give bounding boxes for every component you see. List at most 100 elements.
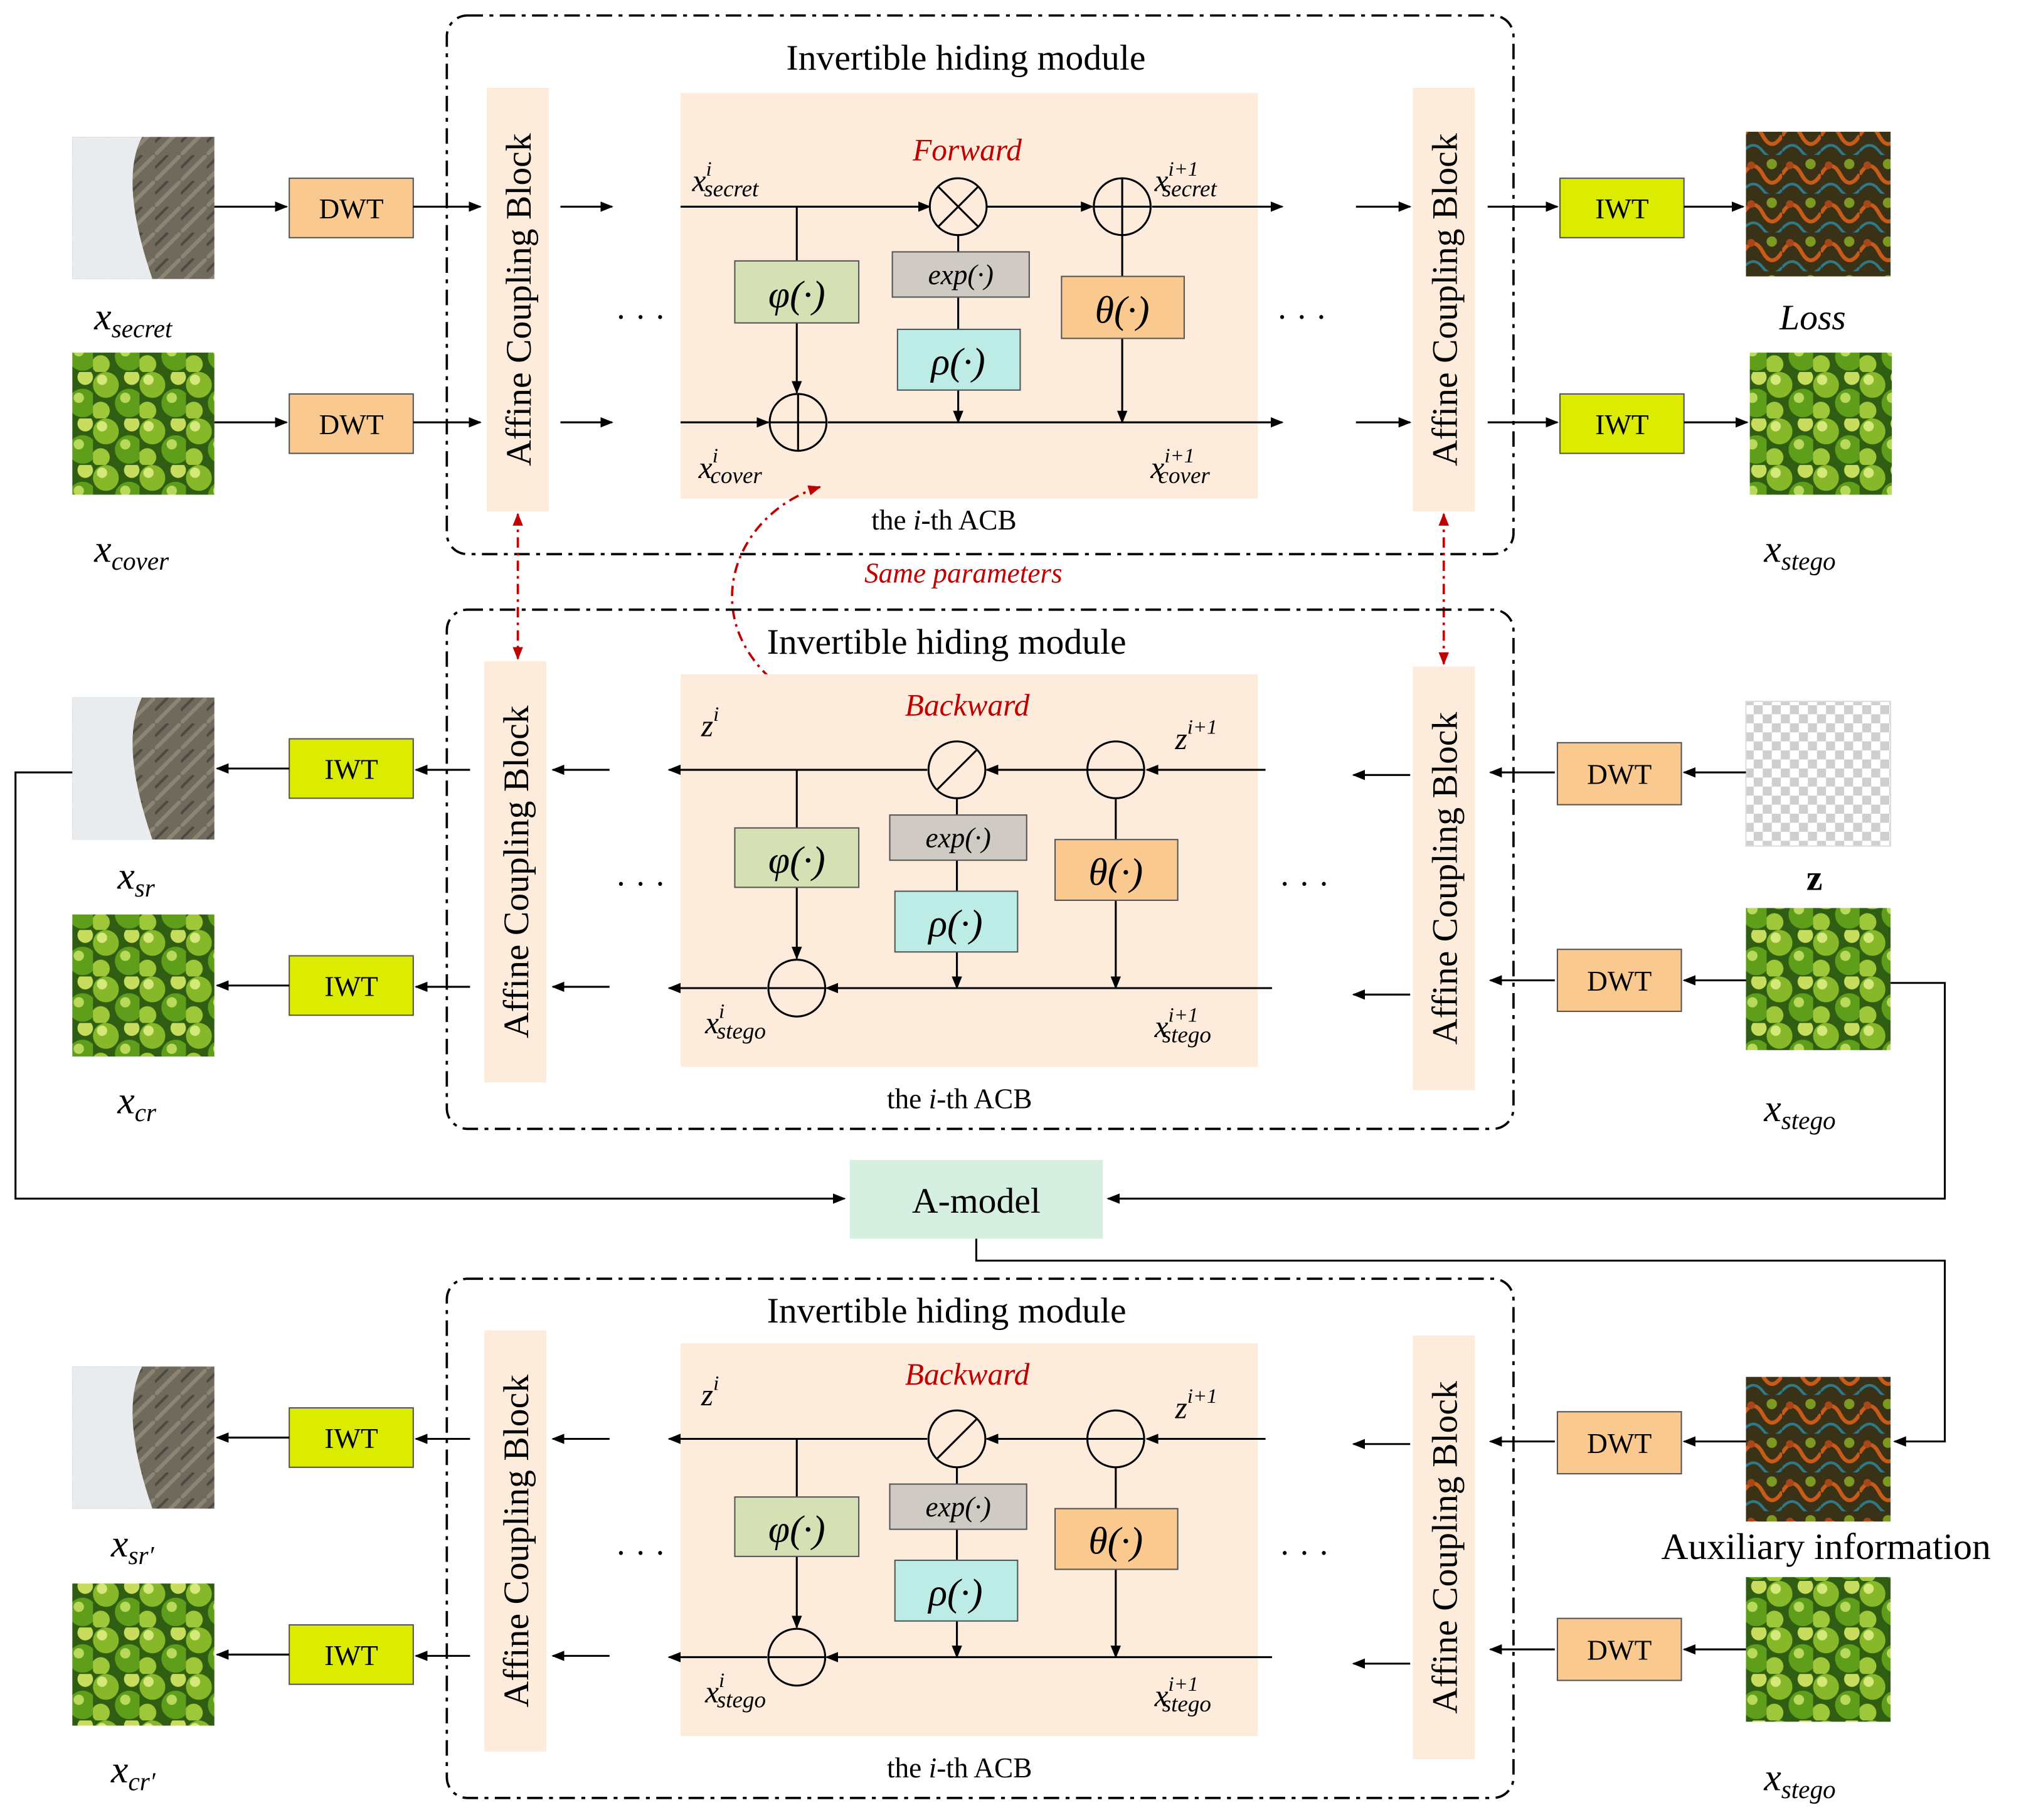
direction-label: Forward <box>912 132 1022 167</box>
flow-arrows <box>215 1432 1746 1669</box>
backward-section-2: Invertible hiding module Affine Coupling… <box>72 1277 1991 1804</box>
rho-box <box>896 328 1021 391</box>
penguin-shape <box>72 137 152 279</box>
penguin-shape <box>72 1366 152 1509</box>
exp-box <box>891 251 1030 298</box>
rho-box <box>894 890 1019 953</box>
affine-coupling-label: Affine Coupling Block <box>1425 712 1465 1045</box>
dwt-label: DWT <box>1587 1635 1652 1666</box>
a-model-label: A-model <box>912 1181 1041 1221</box>
affine-coupling-label: Affine Coupling Block <box>497 1375 536 1708</box>
loss-image-icon <box>1746 131 1891 277</box>
aux-image-icon <box>1746 1376 1891 1522</box>
iwt-label: IWT <box>1595 193 1648 225</box>
iwt-label: IWT <box>324 753 378 785</box>
acb-caption: the i-th ACB <box>887 1752 1032 1784</box>
ellipsis-left: · · · <box>615 298 666 336</box>
rho-label: ρ(·) <box>927 1572 982 1614</box>
affine-coupling-block-right <box>1413 87 1475 512</box>
theta-box <box>1061 275 1185 339</box>
dwt-box <box>1556 949 1682 1013</box>
exp-box <box>889 814 1027 861</box>
ellipsis-right: · · · <box>1279 1534 1329 1572</box>
x-sr-prime-label: xsr′ <box>110 1523 154 1570</box>
module-frame <box>445 608 1515 1131</box>
acb-lines <box>667 1409 1272 1687</box>
module-title: Invertible hiding module <box>767 1291 1127 1331</box>
z-i1-label: zi+1 <box>1175 1385 1217 1425</box>
affine-coupling-block-left <box>487 87 549 512</box>
theta-box <box>1054 839 1179 902</box>
iwt-box <box>289 955 414 1016</box>
dwt-box <box>1556 1617 1682 1681</box>
iwt-box <box>1559 178 1685 238</box>
flow-arrows <box>215 763 1746 1000</box>
phi-label: φ(·) <box>768 839 825 882</box>
cover-image-icon <box>72 353 215 495</box>
z-image-icon <box>1745 700 1892 847</box>
theta-label: θ(·) <box>1095 289 1150 332</box>
divide-node <box>927 1409 987 1469</box>
iwt-box <box>289 738 414 799</box>
dwt-label: DWT <box>1587 759 1652 790</box>
acb-caption: the i-th ACB <box>887 1083 1032 1114</box>
affine-coupling-block-left <box>484 661 546 1083</box>
theta-label: θ(·) <box>1088 851 1143 893</box>
phi-label: φ(·) <box>768 1508 825 1551</box>
exp-box <box>889 1483 1027 1530</box>
theta-label: θ(·) <box>1088 1520 1143 1563</box>
rho-label: ρ(·) <box>927 903 982 945</box>
affine-coupling-block-right <box>1413 1335 1475 1760</box>
penguin-shape <box>72 697 152 840</box>
x-cover-label: xcover <box>93 528 169 575</box>
module-frame <box>445 14 1515 556</box>
rho-box <box>894 1560 1019 1622</box>
dwt-label: DWT <box>1587 966 1652 997</box>
backward-section-1: Invertible hiding module Affine Coupling… <box>72 608 1892 1134</box>
multiply-node <box>928 177 988 237</box>
phi-box <box>734 260 860 324</box>
z-label: z <box>1806 859 1823 898</box>
x-cr-label: xcr <box>117 1080 157 1127</box>
iwt-box <box>1559 393 1685 454</box>
affine-coupling-block-left <box>484 1330 546 1752</box>
dwt-label: DWT <box>1587 1428 1652 1459</box>
x-secret-label: xsecret <box>93 295 173 343</box>
module-title: Invertible hiding module <box>767 622 1127 662</box>
exp-label: exp(·) <box>925 1491 990 1523</box>
x-stego-label: xstego <box>1763 1756 1835 1803</box>
x-cr-prime-label: xcr′ <box>110 1748 156 1796</box>
acb-lines <box>667 740 1272 1018</box>
affine-coupling-label: Affine Coupling Block <box>499 133 539 466</box>
acb-caption: the i-th ACB <box>871 504 1016 536</box>
phi-box <box>734 1496 860 1557</box>
exp-label: exp(·) <box>925 822 990 854</box>
theta-box <box>1054 1508 1179 1570</box>
module-title: Invertible hiding module <box>787 38 1146 78</box>
affine-coupling-label: Affine Coupling Block <box>1425 1381 1465 1714</box>
rho-label: ρ(·) <box>930 341 985 383</box>
iwt-label: IWT <box>324 1640 378 1671</box>
stego-image-icon <box>1749 353 1892 495</box>
aux-info-label: Auxiliary information <box>1661 1526 1990 1567</box>
iwt-box <box>289 1624 414 1685</box>
ellipsis-right: · · · <box>1276 298 1327 336</box>
ellipsis-left: · · · <box>615 1534 666 1572</box>
a-model-connectors <box>14 771 1946 1447</box>
forward-section: Invertible hiding module Affine Coupling… <box>72 14 1892 575</box>
direction-label: Backward <box>905 688 1030 723</box>
dwt-box <box>1556 742 1682 806</box>
dwt-label: DWT <box>319 409 383 440</box>
iwt-label: IWT <box>1595 409 1648 440</box>
cr-image-icon <box>72 914 215 1057</box>
phi-label: φ(·) <box>768 274 825 316</box>
z-i1-label: zi+1 <box>1175 716 1217 756</box>
iwt-label: IWT <box>324 971 378 1002</box>
dwt-box <box>1556 1411 1682 1475</box>
